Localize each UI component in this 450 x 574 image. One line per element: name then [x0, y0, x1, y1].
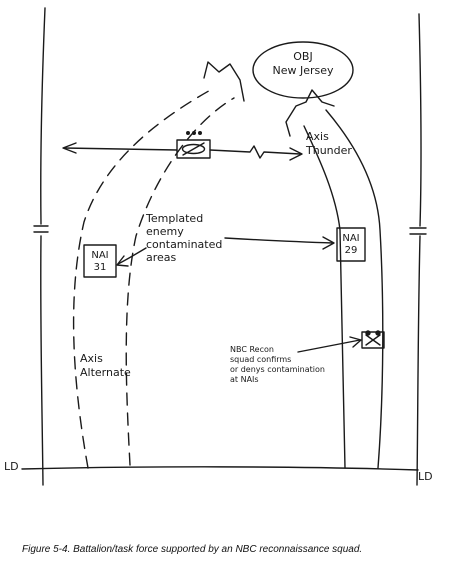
lateral-arrowhead-right	[289, 147, 303, 161]
axis-thunder-label-line1: Axis	[306, 130, 329, 143]
templated-arrowhead-left	[116, 255, 129, 267]
axis-alternate-arrowhead	[203, 61, 245, 102]
line-of-departure	[21, 466, 419, 471]
axis-thunder-right-edge	[325, 109, 384, 469]
templated-areas-line2: enemy	[146, 225, 184, 238]
nai-29-box	[336, 227, 366, 262]
nbc-recon-symbol	[361, 331, 385, 349]
objective-label-line2: New Jersey	[272, 64, 334, 77]
axis-thunder-arrowhead	[285, 89, 335, 137]
right-boundary-lower	[416, 235, 421, 486]
lateral-arrowhead-left	[62, 142, 77, 154]
nbc-note-arrow	[297, 339, 361, 353]
nbc-recon-cross-b	[365, 334, 381, 346]
axis-alternate-label-line1: Axis	[80, 352, 103, 365]
recon-echelon-dot	[197, 130, 202, 135]
axis-thunder-left-edge	[303, 125, 346, 469]
left-boundary-lower	[40, 235, 44, 486]
templated-arrowhead-right	[322, 236, 335, 250]
nbc-recon-note-line2: squad confirms	[230, 355, 292, 364]
nai-31-label-line1: NAI	[91, 250, 109, 261]
templated-areas-line1: Templated	[146, 212, 204, 225]
axis-alternate-label-line2: Alternate	[80, 366, 131, 379]
nbc-recon-note: NBC Recon squad confirms or denys contam…	[230, 345, 325, 385]
recon-echelon-dot	[185, 130, 190, 135]
nbc-recon-note-line1: NBC Recon	[230, 345, 274, 354]
templated-areas-label: Templated enemy contaminated areas	[146, 212, 222, 264]
nbc-recon-mark	[375, 330, 381, 336]
templated-arrow-right	[224, 237, 334, 244]
nbc-recon-note-line3: or denys contamination	[230, 365, 325, 374]
figure-caption: Figure 5-4. Battalion/task force support…	[22, 544, 363, 555]
nbc-note-arrowhead	[349, 336, 362, 348]
nai-31-box	[83, 244, 117, 278]
recon-unit-symbol	[176, 139, 211, 159]
objective-ellipse	[252, 41, 354, 99]
left-boundary-upper	[40, 7, 46, 225]
axis-alternate-label: Axis Alternate	[80, 352, 131, 380]
axis-alternate-route	[72, 87, 235, 469]
templated-areas-line4: areas	[146, 251, 177, 264]
nbc-recon-mark	[365, 330, 371, 336]
axis-thunder-label-line2: Thunder	[306, 144, 352, 157]
nai-31-label-line2: 31	[93, 262, 107, 273]
templated-arrow-left	[117, 247, 147, 265]
objective-label: OBJ New Jersey	[262, 50, 344, 78]
recon-echelon-dot	[191, 130, 196, 135]
nai-31-label: NAI 31	[86, 250, 114, 274]
templated-areas-line3: contaminated	[146, 238, 223, 251]
objective-label-line1: OBJ	[293, 50, 313, 63]
line-of-departure-left-label: LD	[4, 460, 19, 473]
lateral-arrow-left	[63, 147, 178, 151]
recon-unit-tracks	[181, 143, 206, 155]
lateral-arrow-right	[209, 145, 301, 159]
right-boundary-upper	[418, 13, 422, 227]
nbc-recon-note-line4: at NAIs	[230, 375, 259, 384]
line-of-departure-right-label: LD	[418, 470, 433, 483]
nai-29-label-line1: NAI	[342, 233, 360, 244]
recon-unit-diagonal	[182, 142, 205, 156]
axis-thunder-label: Axis Thunder	[306, 130, 352, 158]
nai-29-label: NAI 29	[337, 233, 365, 257]
nai-29-label-line2: 29	[344, 245, 358, 256]
